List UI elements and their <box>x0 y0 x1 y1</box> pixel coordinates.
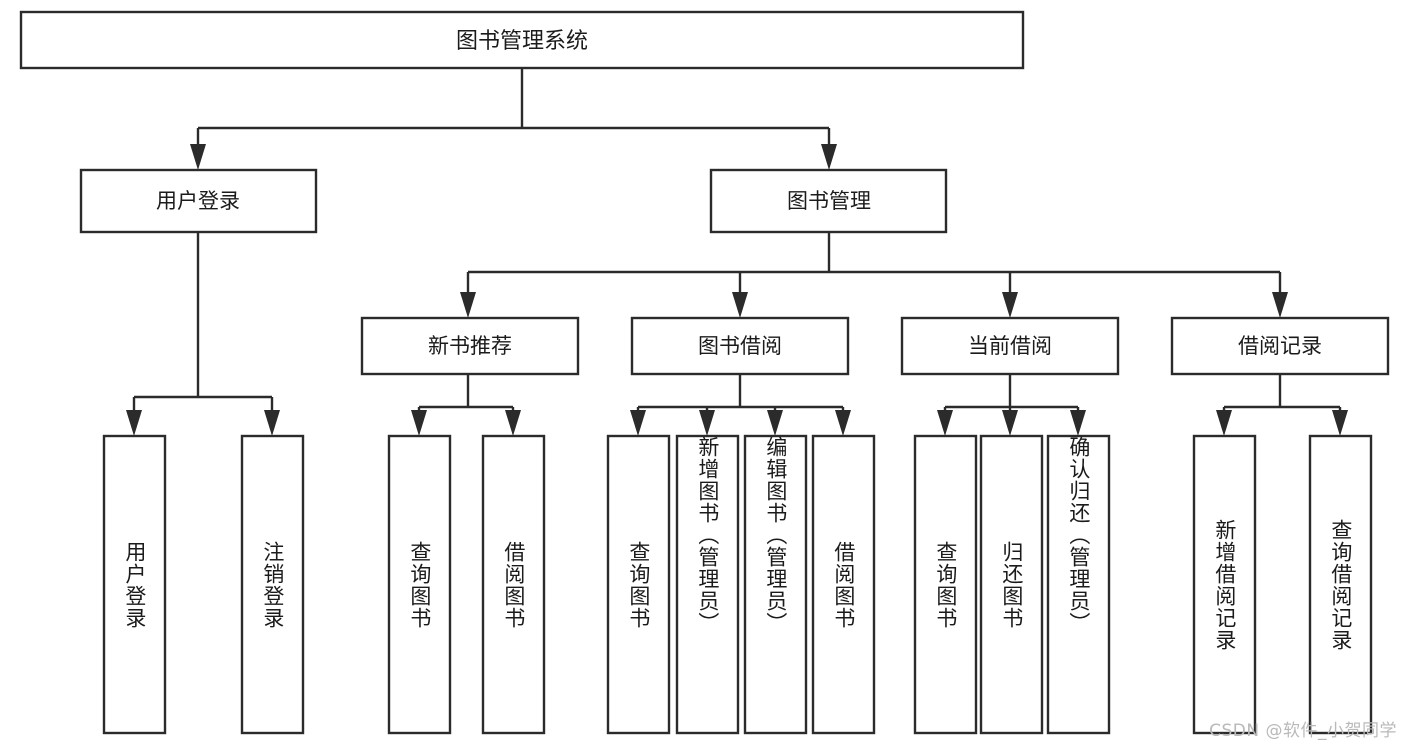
leaf-box-borrow-book-1[interactable] <box>481 434 546 735</box>
node-book-borrow[interactable]: 图书借阅 <box>630 316 850 376</box>
connector-group-book-manage-children <box>460 232 1288 318</box>
arrow-head-leaf-borrow-book-2 <box>835 410 851 436</box>
leaf-group-new-book-recommend <box>387 434 546 735</box>
node-new-book-recommend[interactable]: 新书推荐 <box>360 316 580 376</box>
arrow-head-current-borrow <box>1002 292 1018 318</box>
node-new-book-recommend-box[interactable] <box>360 316 580 376</box>
node-book-borrow-box[interactable] <box>630 316 850 376</box>
arrow-head-leaf-query-book-3 <box>937 410 953 436</box>
node-borrow-records[interactable]: 借阅记录 <box>1170 316 1390 376</box>
leaf-box-query-record[interactable] <box>1308 434 1373 735</box>
leaf-box-user-login[interactable] <box>102 434 167 735</box>
arrow-head-leaf-query-book-2 <box>630 410 646 436</box>
arrow-head-leaf-add-book <box>699 410 715 436</box>
node-borrow-records-label: 借阅记录 <box>1238 334 1322 358</box>
connector-group-root-to-level2 <box>190 68 837 170</box>
node-root-label: 图书管理系统 <box>456 29 588 54</box>
connector-group-current-borrow-children <box>937 374 1086 436</box>
arrow-head-leaf-borrow-book-1 <box>505 410 521 436</box>
node-current-borrow-label: 当前借阅 <box>968 334 1052 358</box>
arrow-head-leaf-return-book <box>1002 410 1018 436</box>
leaf-box-query-book-1[interactable] <box>387 434 452 735</box>
arrow-head-leaf-add-record <box>1216 410 1232 436</box>
leaf-group-borrow-records <box>1192 434 1373 735</box>
node-current-borrow[interactable]: 当前借阅 <box>900 316 1120 376</box>
arrow-head-leaf-confirm-return <box>1070 410 1086 436</box>
node-book-manage-box[interactable] <box>709 168 948 234</box>
node-book-manage-label: 图书管理 <box>787 189 871 213</box>
leaf-box-query-book-2[interactable] <box>606 434 671 735</box>
csdn-watermark: CSDN @软件_小贺同学 <box>1209 721 1397 741</box>
connector-group-borrow-records-children <box>1216 374 1348 436</box>
connector-group-new-book-children <box>411 374 521 436</box>
arrow-head-new-book <box>460 292 476 318</box>
leaf-box-return-book[interactable] <box>979 434 1044 735</box>
leaf-box-add-record[interactable] <box>1192 434 1257 735</box>
node-root[interactable]: 图书管理系统 <box>19 10 1025 70</box>
node-new-book-recommend-label: 新书推荐 <box>428 334 512 358</box>
leaf-box-query-book-3[interactable] <box>913 434 978 735</box>
leaf-group-user-login <box>102 434 305 735</box>
arrow-head-leaf-query-book-1 <box>411 410 427 436</box>
arrow-head-leaf-logout <box>264 410 280 436</box>
node-book-borrow-label: 图书借阅 <box>698 334 782 358</box>
node-user-login-label: 用户登录 <box>156 189 240 213</box>
leaf-box-edit-book[interactable] <box>743 434 808 735</box>
node-current-borrow-box[interactable] <box>900 316 1120 376</box>
leaf-box-confirm-return[interactable] <box>1046 434 1111 735</box>
node-book-manage[interactable]: 图书管理 <box>709 168 948 234</box>
arrow-head-leaf-query-record <box>1332 410 1348 436</box>
connector-group-book-borrow-children <box>630 374 851 436</box>
node-borrow-records-box[interactable] <box>1170 316 1390 376</box>
arrow-head-borrow-records <box>1272 292 1288 318</box>
arrow-head-book-borrow <box>732 292 748 318</box>
leaf-group-book-borrow <box>606 434 876 735</box>
arrow-head-leaf-edit-book <box>767 410 783 436</box>
leaf-box-borrow-book-2[interactable] <box>811 434 876 735</box>
arrow-head-book-manage <box>821 144 837 170</box>
node-user-login-box[interactable] <box>79 168 318 234</box>
connector-group-user-login-children <box>126 232 280 436</box>
leaf-box-add-book[interactable] <box>675 434 740 735</box>
node-root-box[interactable] <box>19 10 1025 70</box>
arrow-head-user-login <box>190 144 206 170</box>
leaf-group-current-borrow <box>913 434 1111 735</box>
arrow-head-leaf-user-login <box>126 410 142 436</box>
node-user-login[interactable]: 用户登录 <box>79 168 318 234</box>
leaf-box-logout[interactable] <box>240 434 305 735</box>
